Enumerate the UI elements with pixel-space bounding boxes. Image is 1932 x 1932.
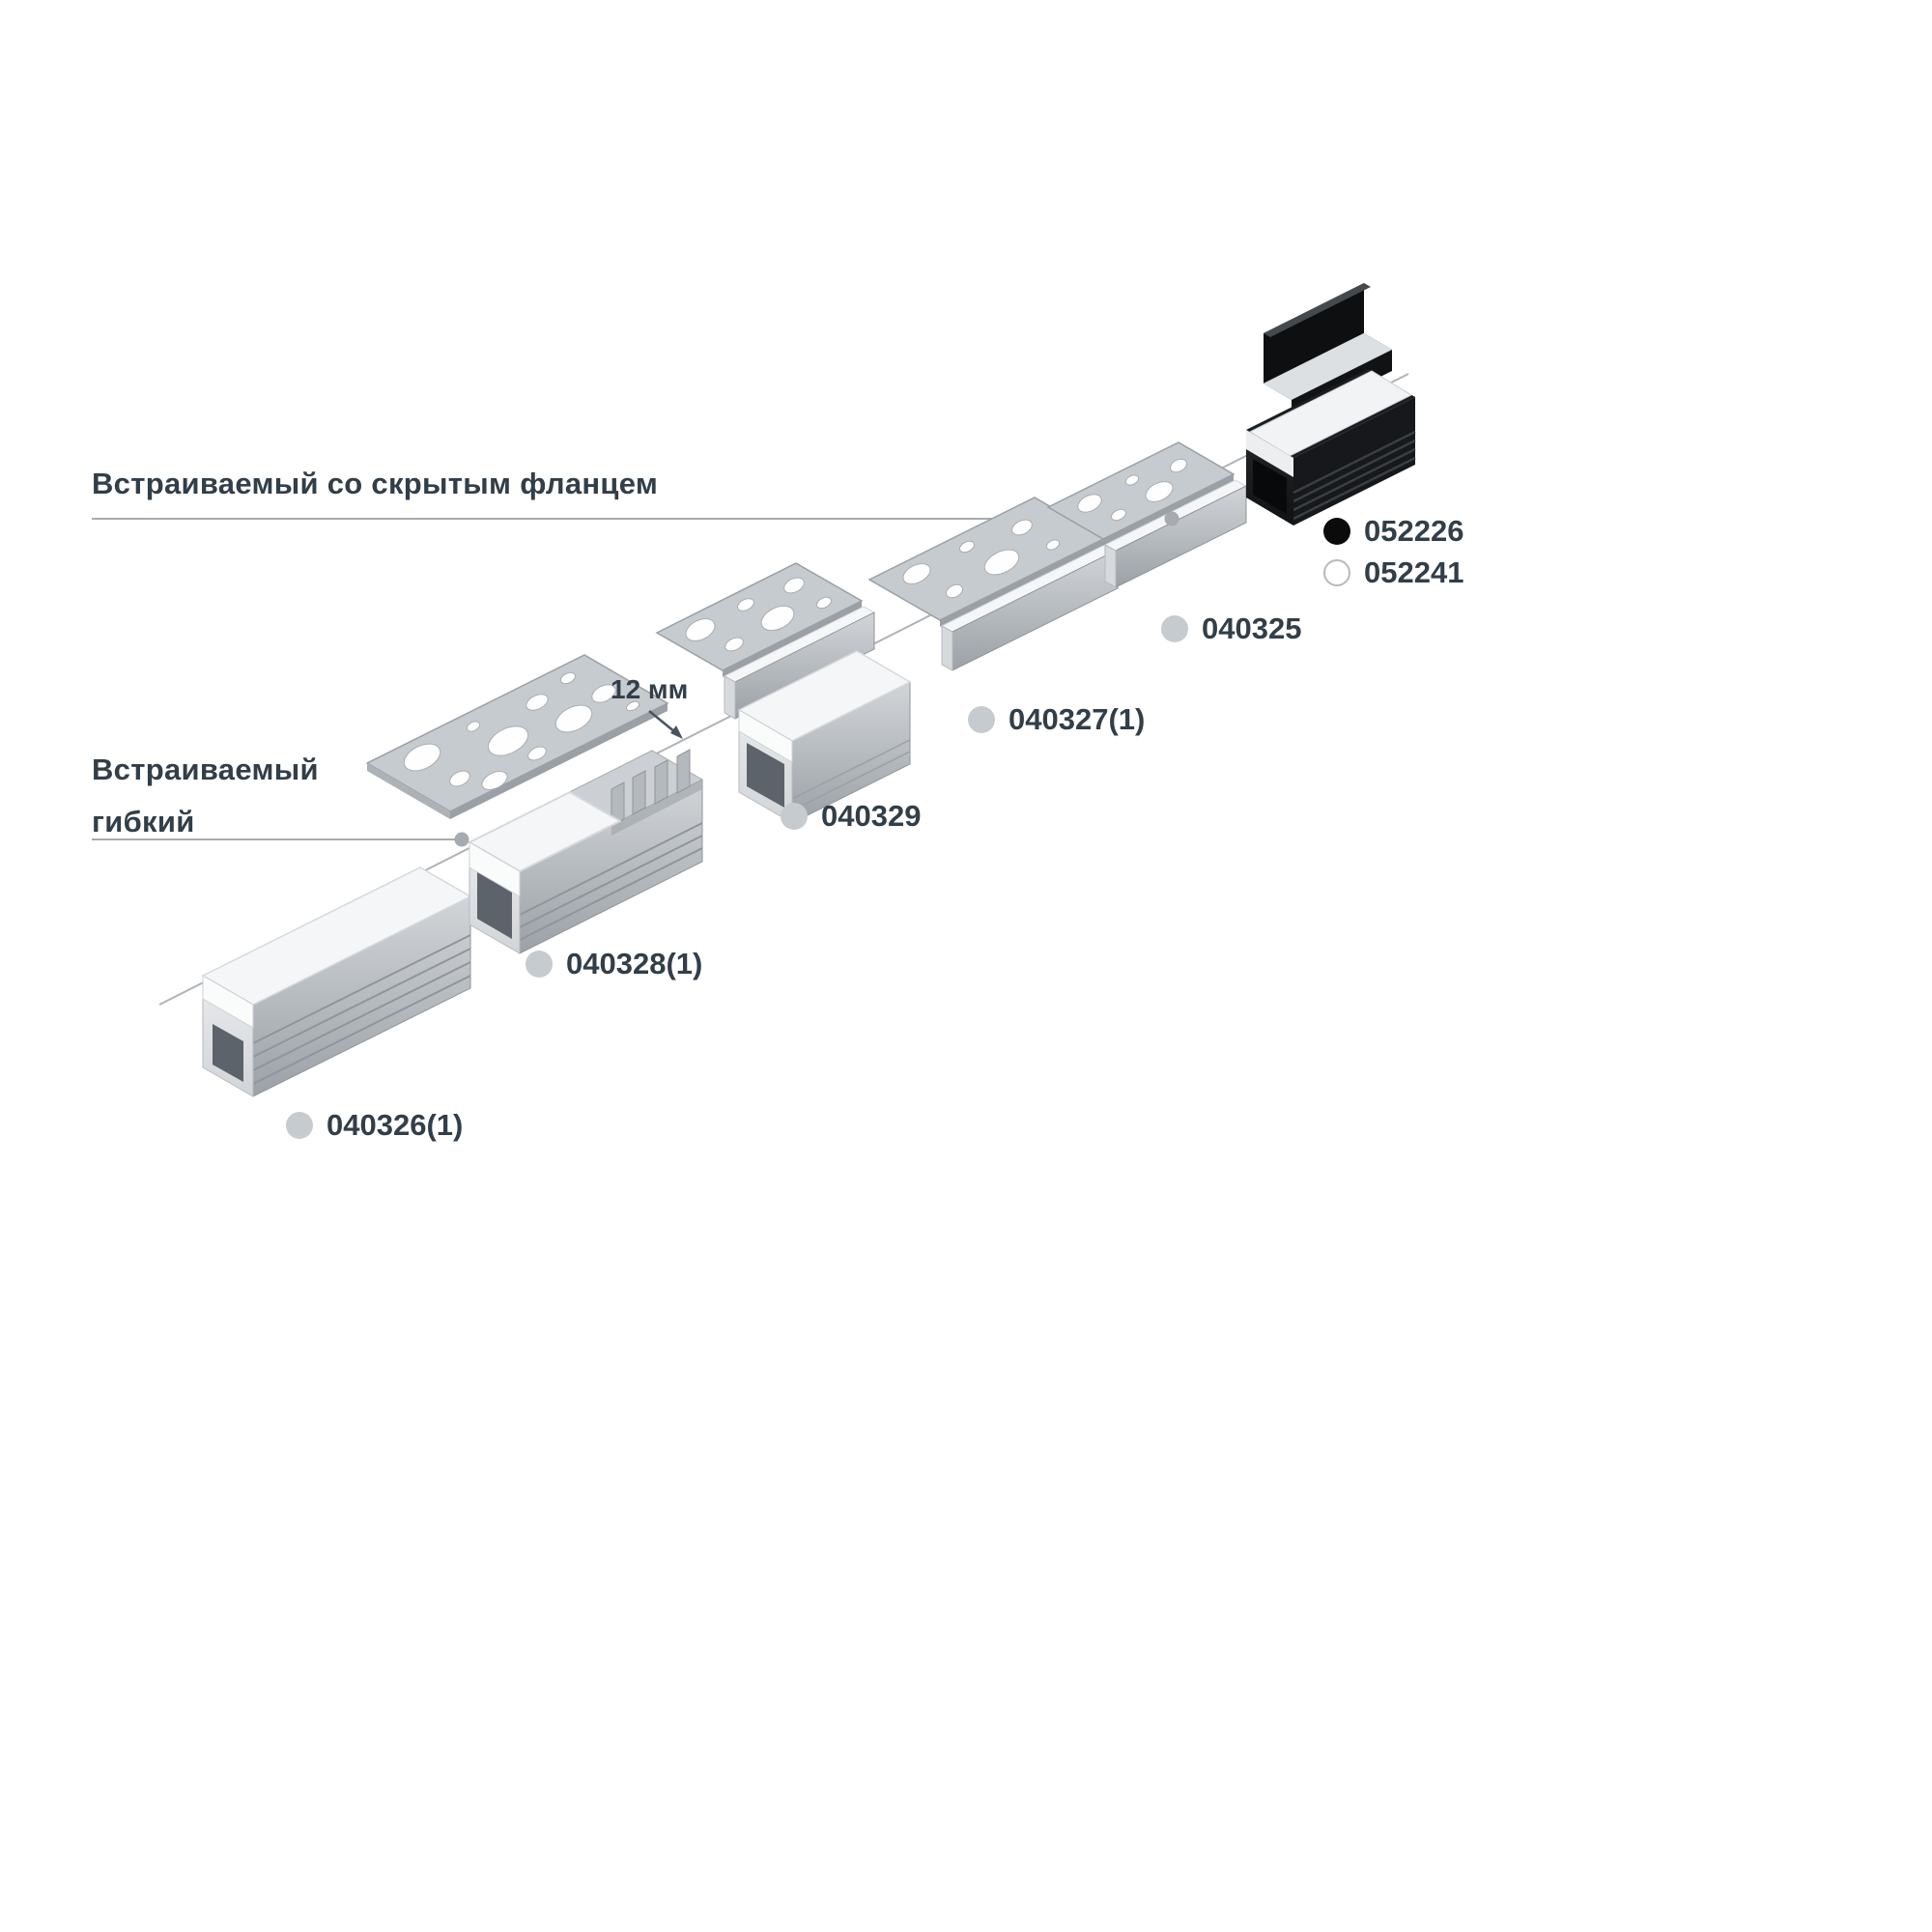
product-code-040327: 040327(1)	[1009, 702, 1146, 736]
product-label-040325: 040325	[1161, 611, 1301, 646]
profile-040328-fins	[611, 749, 691, 827]
product-label-052226: 052226	[1323, 514, 1463, 549]
product-code-040325: 040325	[1202, 611, 1302, 645]
profile-040328-illustration	[468, 749, 704, 954]
product-dot-040326	[286, 1112, 313, 1139]
product-dot-040328	[526, 951, 553, 978]
product-dot-040325	[1161, 615, 1188, 642]
product-label-040329: 040329	[781, 799, 921, 834]
product-label-040326: 040326(1)	[286, 1108, 463, 1143]
profile-040326-illustration	[201, 867, 472, 1097]
product-dot-040327	[968, 706, 995, 733]
profile-040328-ribs	[519, 822, 703, 941]
profile-040329-ribs	[791, 739, 911, 811]
product-code-052241: 052241	[1364, 555, 1464, 589]
plate-a-holes	[403, 671, 640, 790]
profile-040329-illustration	[737, 650, 912, 824]
product-code-052226: 052226	[1364, 514, 1464, 548]
product-code-040328: 040328(1)	[566, 947, 703, 980]
perforated-plate-b	[655, 562, 876, 720]
perforated-plate-a	[365, 654, 669, 819]
profile-052226-ribs	[1293, 430, 1416, 521]
category-label-hidden-flange: Встраиваемый со скрытым фланцем	[92, 467, 659, 500]
category-label-flexible: Встраиваемый гибкий	[92, 744, 319, 848]
profile-052226-illustration	[1246, 283, 1416, 526]
product-code-040329: 040329	[821, 799, 922, 833]
product-dot-052241	[1323, 559, 1350, 586]
plate-b-holes	[685, 577, 833, 652]
product-code-040326: 040326(1)	[327, 1108, 464, 1142]
plate-c-holes	[902, 519, 1061, 599]
product-label-040327: 040327(1)	[968, 702, 1145, 737]
profile-040326-ribs	[252, 934, 471, 1085]
perforated-plate-c	[867, 497, 1120, 671]
category-flexible-line2: гибкий	[92, 805, 195, 838]
plate-d-holes	[1077, 458, 1188, 522]
leader-dot-hidden-flange	[1164, 511, 1179, 526]
product-label-052241: 052241	[1323, 555, 1463, 590]
product-dot-052226	[1323, 518, 1350, 545]
category-flexible-line1: Встраиваемый	[92, 753, 319, 786]
product-dot-040329	[781, 803, 808, 830]
dimension-label: 12 мм	[611, 674, 689, 704]
dimension-arrow	[648, 710, 683, 739]
product-label-040328: 040328(1)	[526, 947, 702, 981]
leader-dot-flexible	[454, 832, 469, 847]
